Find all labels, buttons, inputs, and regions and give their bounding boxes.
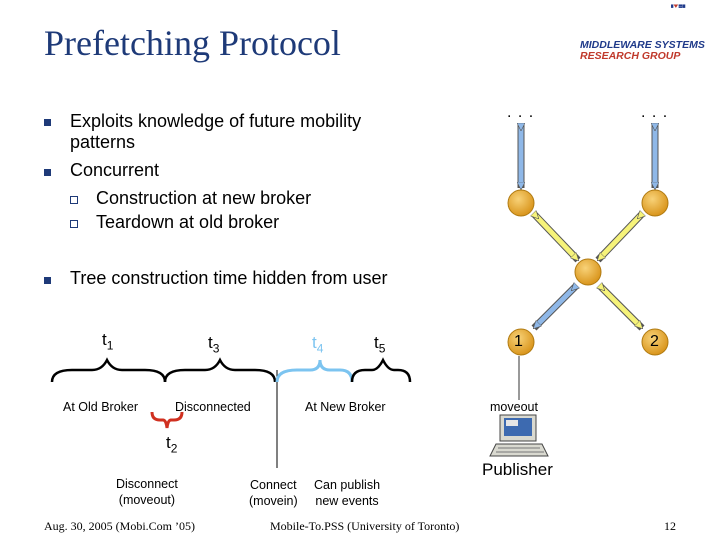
broker-node-1 — [507, 328, 535, 356]
at-new-broker-label: At New Broker — [305, 400, 386, 414]
network-dots-left: . . . — [507, 104, 535, 121]
broker-2-label: 2 — [650, 333, 659, 350]
arrow-upper-right-diagonal — [600, 216, 640, 258]
bullet-3-text: Tree construction time hidden from user — [70, 268, 388, 288]
arrow-lower-right-diagonal — [602, 288, 640, 326]
publisher-computer-icon — [489, 414, 549, 457]
sub-bullet-1-text: Construction at new broker — [96, 188, 312, 208]
page-number: 12 — [664, 519, 676, 533]
logo-block-left — [671, 4, 674, 8]
logo-block-right — [682, 4, 686, 8]
bullet-marker — [44, 277, 51, 284]
publisher-label: Publisher — [482, 460, 553, 479]
connect-movein-label: Connect (movein) — [249, 478, 298, 508]
time-label-t2: t2 — [166, 433, 178, 456]
bullet-1-line1: Exploits knowledge of future mobility — [70, 111, 362, 131]
network-dots-right: . . . — [641, 104, 669, 121]
broker-1-label: 1 — [514, 333, 523, 350]
time-label-t3: t3 — [208, 333, 220, 356]
broker-node — [507, 189, 535, 217]
sub-bullet-marker — [70, 196, 78, 204]
logo-block-bottom — [678, 6, 683, 8]
brace-at-old-broker — [50, 357, 167, 383]
brace-disconnected — [163, 357, 277, 383]
at-old-broker-label: At Old Broker — [63, 400, 139, 414]
bullet-1-text: Exploits knowledge of future mobility pa… — [70, 111, 361, 153]
time-label-t4: t4 — [312, 333, 324, 356]
brace-t2 — [150, 411, 184, 429]
disconnected-label: Disconnected — [175, 400, 251, 414]
arrow-lower-left-diagonal — [536, 288, 574, 326]
logo-text: MIDDLEWARE SYSTEMS RESEARCH GROUP — [580, 40, 716, 62]
bullet-marker — [44, 119, 51, 126]
moveout-label: moveout — [490, 400, 538, 414]
logo-line1: MIDDLEWARE SYSTEMS — [580, 39, 705, 51]
brace-t5 — [350, 357, 412, 383]
footer-affiliation: Mobile-To.PSS (University of Toronto) — [270, 519, 460, 533]
sub-bullet-2-text: Teardown at old broker — [96, 212, 280, 232]
footer-conference: Aug. 30, 2005 (Mobi.Com ’05) — [44, 519, 195, 533]
research-group-logo — [671, 4, 686, 8]
brace-at-new-broker — [275, 359, 354, 383]
page-title: Prefetching Protocol — [44, 23, 341, 63]
bullet-1-line2: patterns — [70, 132, 136, 152]
bullet-2-text: Concurrent — [70, 160, 160, 180]
disconnect-moveout-label: Disconnect (moveout) — [116, 477, 178, 507]
broker-node-2 — [641, 328, 669, 356]
time-label-t5: t5 — [374, 333, 386, 356]
sub-bullet-marker — [70, 220, 78, 228]
can-publish-label: Can publish new events — [314, 478, 381, 508]
logo-block-top — [678, 4, 683, 7]
logo-line2: RESEARCH GROUP — [580, 50, 681, 62]
logo-red-chevron — [673, 4, 679, 8]
broker-node — [641, 189, 669, 217]
broker-node-root — [574, 258, 602, 286]
bullet-marker — [44, 169, 51, 176]
time-label-t1: t1 — [102, 330, 114, 353]
arrow-upper-left-diagonal — [536, 216, 576, 258]
